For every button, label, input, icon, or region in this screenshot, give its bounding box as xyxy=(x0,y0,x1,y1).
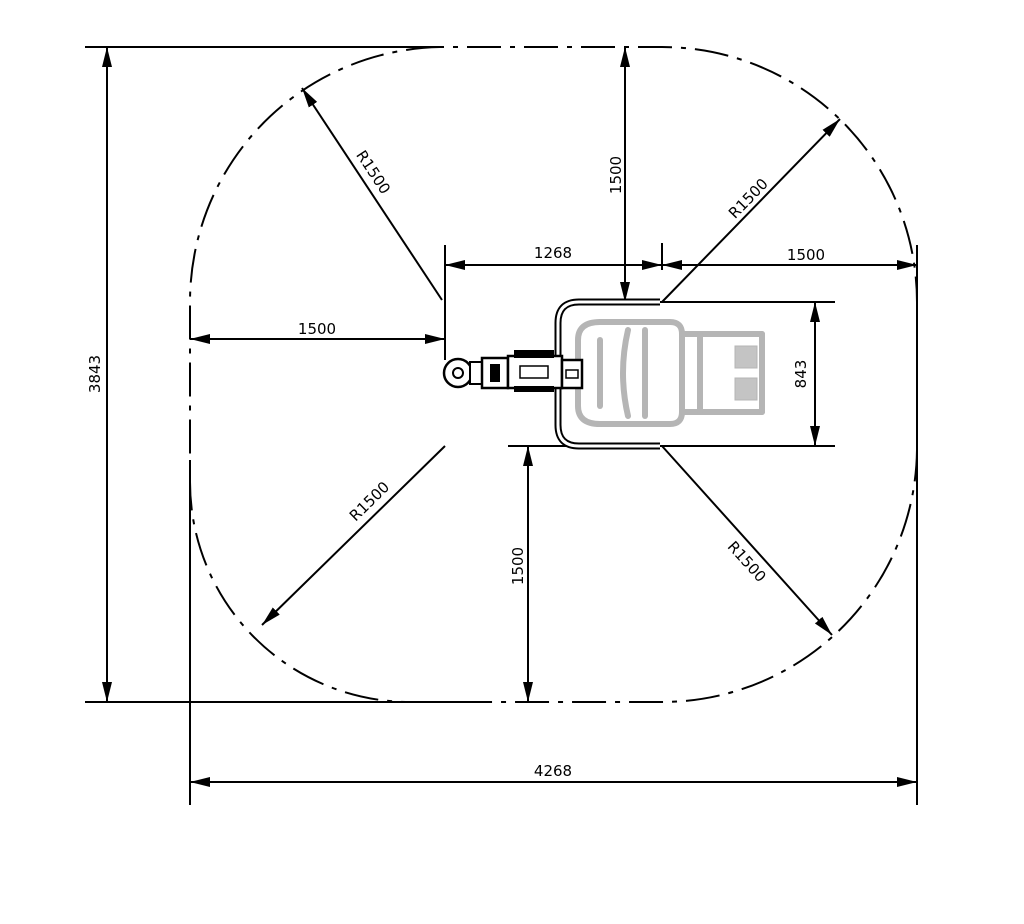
dim-radius-bottom-left: R1500 xyxy=(346,478,393,525)
extension-lines xyxy=(85,46,918,805)
dimension-lines xyxy=(102,47,917,787)
dim-clearance-bottom: 1500 xyxy=(509,547,527,585)
dim-radius-bottom-right: R1500 xyxy=(724,538,770,586)
dim-overall-height: 3843 xyxy=(86,355,104,393)
dim-radius-top-right: R1500 xyxy=(725,175,772,222)
dim-clearance-top-right: 1500 xyxy=(787,246,825,264)
turning-envelope-dashed xyxy=(189,46,918,703)
dim-clearance-left: 1500 xyxy=(298,320,336,338)
wheelchair-outline xyxy=(575,319,765,427)
dimension-labels: 3843 4268 1268 1500 1500 1500 1500 843 R… xyxy=(86,147,825,780)
dim-clearance-top: 1500 xyxy=(607,156,625,194)
dim-overall-width: 4268 xyxy=(534,762,572,780)
dim-width-843: 843 xyxy=(792,360,810,389)
dim-offset-top: 1268 xyxy=(534,244,572,262)
lift-mechanism xyxy=(442,350,584,392)
